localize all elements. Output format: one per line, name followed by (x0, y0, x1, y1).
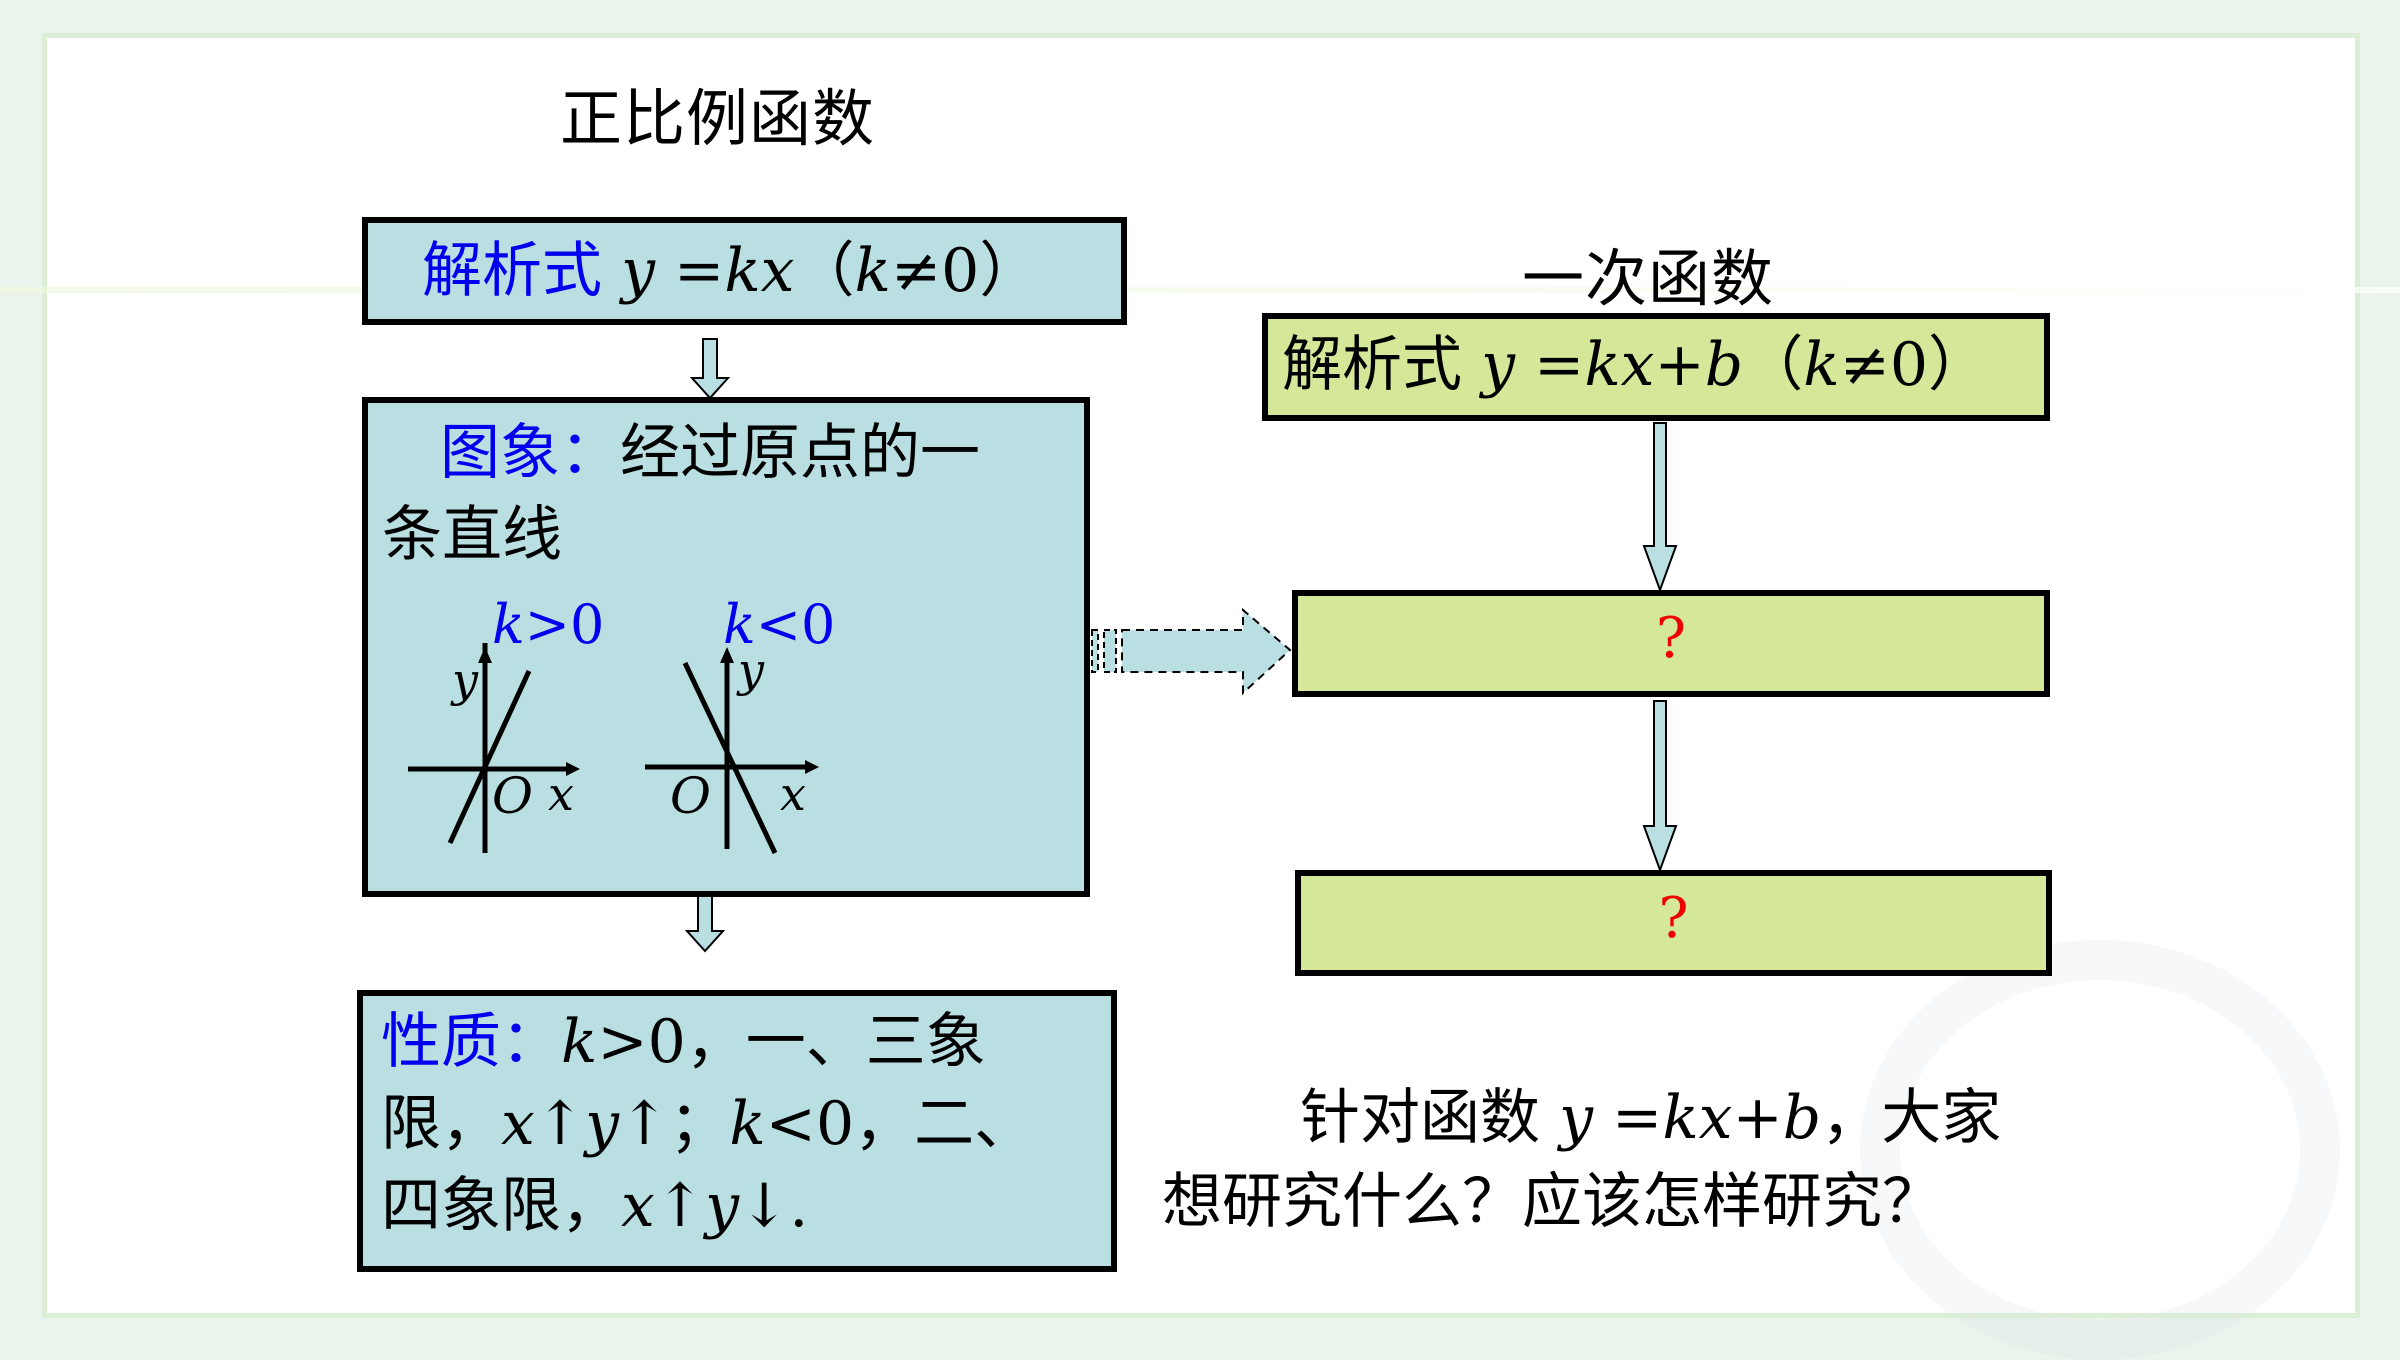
cond-k: k (854, 236, 891, 306)
question-text-b: ，大家 (1821, 1083, 2002, 1153)
formula-label: 解析式 (422, 236, 602, 306)
properties-label: 性质： (381, 1007, 561, 1077)
cond-k: k (1803, 330, 1840, 400)
down-arrow-icon (1642, 700, 1678, 873)
question-expr: y =kx+b (1559, 1083, 1822, 1153)
question-mark: ? (1655, 606, 1687, 671)
prop-x: x (501, 1089, 535, 1159)
y-label: y (452, 653, 478, 707)
prop-line1: >0，一、三象 (597, 1007, 986, 1077)
unknown-box-1: ? (1292, 590, 2050, 697)
prop-k: k (561, 1007, 598, 1077)
x-arrowhead (566, 762, 580, 776)
cond-open: （ (1743, 330, 1804, 400)
y-arrowhead (720, 647, 734, 663)
case-positive-label: k>0 (492, 593, 604, 656)
y-label: y (738, 643, 764, 697)
decorative-stripe (0, 287, 2400, 293)
x-arrowhead (805, 760, 819, 774)
proportional-formula-box: 解析式 y =kx（k≠0） (362, 217, 1127, 325)
down-arrow-glyph: ↓. (739, 1171, 809, 1241)
x-label: x (548, 767, 574, 821)
right-title: 一次函数 (1522, 242, 1775, 315)
unknown-box-2: ? (1295, 870, 2052, 976)
graph-negative-slope (645, 647, 819, 855)
graph-desc-line1: 经过原点的一 (620, 418, 980, 488)
up-arrow-icon: ↑； (619, 1089, 730, 1159)
graph-label: 图象： (440, 418, 620, 488)
question-line1: 针对函数 y =kx+b，大家 (1300, 1078, 2001, 1158)
prop-line2-rest: <0，二、 (765, 1089, 1035, 1159)
case-rel: <0 (755, 593, 836, 656)
down-arrow-icon (1642, 422, 1678, 593)
prop-line3-a: 四象限， (381, 1171, 621, 1241)
cond-rest: ≠0） (890, 236, 1040, 306)
left-title: 正比例函数 (560, 82, 876, 155)
linear-formula-box: 解析式 y =kx+b（k≠0） (1262, 313, 2050, 421)
cond-open: （ (794, 236, 855, 306)
graph-desc-line2: 条直线 (382, 500, 562, 570)
y-arrowhead (478, 647, 492, 663)
origin-label: O (492, 767, 533, 825)
formula-expr: y =kx (621, 236, 795, 306)
proportional-graph-box: 图象：经过原点的一 条直线 k>0 y x O k<0 y x O (362, 397, 1090, 897)
graph-positive-slope (408, 643, 580, 853)
formula-label: 解析式 (1282, 330, 1462, 400)
prop-y: y (705, 1171, 740, 1241)
formula-expr: y =kx+b (1481, 330, 1744, 400)
up-arrow-icon: ↑ (654, 1171, 706, 1241)
prop-x: x (621, 1171, 655, 1241)
question-mark: ? (1658, 886, 1689, 951)
right-dashed-arrow-icon (1091, 607, 1292, 696)
up-arrow-icon: ↑ (534, 1089, 586, 1159)
line-negative (682, 661, 778, 855)
line-positive (447, 669, 532, 845)
prop-k: k (729, 1089, 766, 1159)
x-label: x (780, 767, 806, 821)
question-line2: 想研究什么？应该怎样研究？ (1162, 1167, 1942, 1237)
prop-y: y (585, 1089, 620, 1159)
proportional-properties-box: 性质：k>0，一、三象 限，x↑y↑；k<0，二、 四象限，x↑y↓. (357, 990, 1117, 1272)
origin-label: O (670, 767, 711, 825)
case-k: k (723, 593, 756, 656)
prop-line2-a: 限， (381, 1089, 501, 1159)
case-rel: >0 (524, 593, 605, 656)
down-arrow-icon (684, 895, 726, 953)
question-text-a: 针对函数 (1300, 1083, 1540, 1153)
case-k: k (492, 593, 525, 656)
case-negative-label: k<0 (723, 593, 835, 656)
down-arrow-icon (689, 338, 731, 400)
cond-rest: ≠0） (1839, 330, 1989, 400)
